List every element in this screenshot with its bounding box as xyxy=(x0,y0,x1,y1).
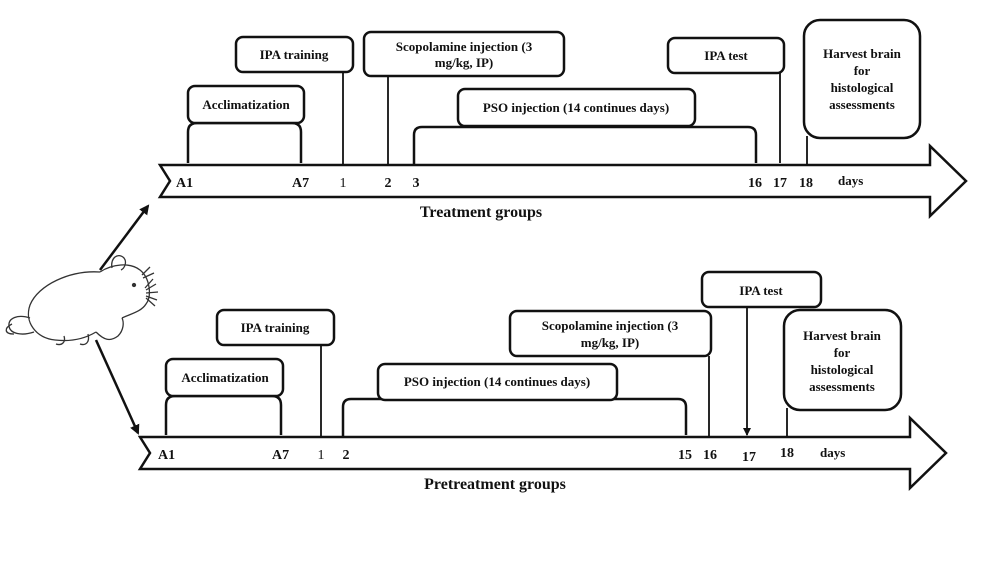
pretreatment-ipa-test-box xyxy=(700,270,823,309)
treatment-ipa-training-label: IPA training xyxy=(260,47,329,62)
pretreatment-harvest-label-4: assessments xyxy=(809,379,875,394)
treatment-harvest-box xyxy=(802,18,922,140)
pretreatment-ipa-test-label: IPA test xyxy=(739,283,783,298)
pretreatment-tick-18: 18 xyxy=(780,446,794,461)
pretreatment-timeline-arrow xyxy=(137,415,948,491)
treatment-scopolamine-label-2: mg/kg, IP) xyxy=(435,55,494,70)
treatment-harvest-label-3: histological xyxy=(831,80,894,95)
pretreatment-pso-label: PSO injection (14 continues days) xyxy=(404,374,590,389)
treatment-scopolamine-label-1: Scopolamine injection (3 xyxy=(396,39,533,54)
treatment-acclimatization-label: Acclimatization xyxy=(202,97,290,112)
pretreatment-tick-15: 15 xyxy=(678,448,692,463)
treatment-tick-1: 1 xyxy=(340,176,347,191)
treatment-tick-2: 2 xyxy=(385,176,392,191)
treatment-tick-days: days xyxy=(838,173,863,188)
pretreatment-scopolamine-label-1: Scopolamine injection (3 xyxy=(542,318,679,333)
treatment-pso-box xyxy=(456,87,697,128)
treatment-ipa-test-box xyxy=(666,36,786,75)
treatment-tick-18: 18 xyxy=(799,176,813,191)
pretreatment-tick-1: 1 xyxy=(318,448,325,463)
treatment-harvest-label-1: Harvest brain xyxy=(823,46,901,61)
treatment-tick-3: 3 xyxy=(413,176,420,191)
pretreatment-acclimatization-bracket xyxy=(164,394,283,435)
treatment-tick-a7: A7 xyxy=(292,176,309,191)
pretreatment-tick-17: 17 xyxy=(742,450,756,465)
pretreatment-harvest-label-2: for xyxy=(834,345,851,360)
branch-arrow-treatment xyxy=(99,204,150,271)
branch-arrow-pretreatment xyxy=(94,339,140,435)
treatment-harvest-label-4: assessments xyxy=(829,97,895,112)
pretreatment-tick-2: 2 xyxy=(343,448,350,463)
treatment-timeline-arrow xyxy=(157,143,968,219)
pretreatment-tick-a7: A7 xyxy=(272,448,289,463)
pretreatment-pso-box xyxy=(376,362,619,402)
treatment-tick-a1: A1 xyxy=(176,176,193,191)
pretreatment-harvest-label-3: histological xyxy=(811,362,874,377)
treatment-scopolamine-box xyxy=(362,30,566,78)
treatment-pso-bracket xyxy=(412,125,758,165)
treatment-acclimatization-box xyxy=(186,84,306,125)
pretreatment-harvest-label-1: Harvest brain xyxy=(803,328,881,343)
pretreatment-pso-bracket xyxy=(341,397,688,437)
treatment-title: Treatment groups xyxy=(420,204,542,221)
treatment-ipa-test-label: IPA test xyxy=(704,48,748,63)
treatment-pso-label: PSO injection (14 continues days) xyxy=(483,100,669,115)
treatment-harvest-label-2: for xyxy=(854,63,871,78)
pretreatment-tick-16: 16 xyxy=(703,448,717,463)
pretreatment-acclimatization-box xyxy=(164,357,285,398)
pretreatment-tick-a1: A1 xyxy=(158,448,175,463)
pretreatment-tick-days: days xyxy=(820,445,845,460)
pretreatment-ipa-training-label: IPA training xyxy=(241,320,310,335)
mouse-icon xyxy=(5,254,159,346)
pretreatment-scopolamine-box xyxy=(508,309,713,358)
treatment-acclimatization-bracket xyxy=(186,121,303,163)
treatment-tick-16: 16 xyxy=(748,176,762,191)
treatment-ipa-training-box xyxy=(234,35,355,74)
pretreatment-title: Pretreatment groups xyxy=(424,476,566,493)
pretreatment-ipa-training-box xyxy=(215,308,336,347)
pretreatment-acclimatization-label: Acclimatization xyxy=(181,370,269,385)
pretreatment-harvest-box xyxy=(782,308,903,412)
pretreatment-scopolamine-label-2: mg/kg, IP) xyxy=(581,335,640,350)
treatment-tick-17: 17 xyxy=(773,176,787,191)
